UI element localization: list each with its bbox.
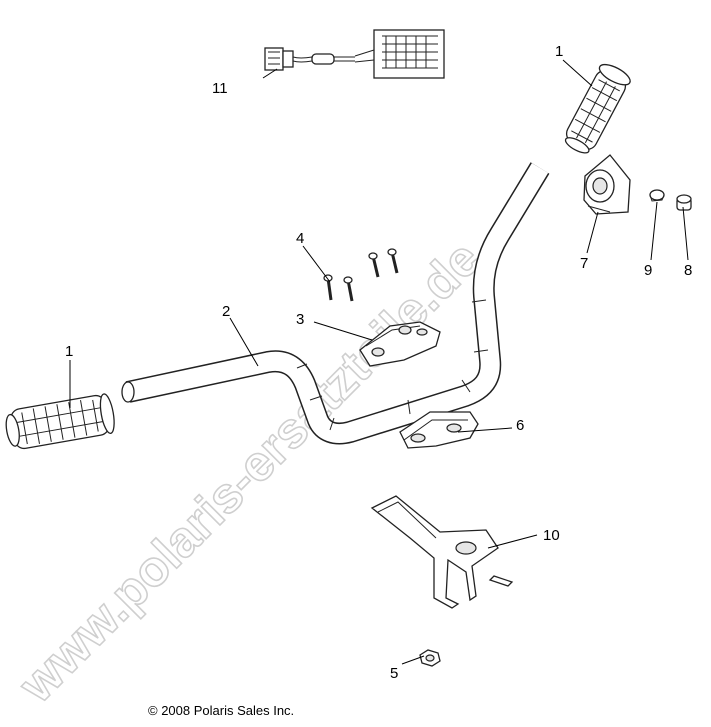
callout-7: 7: [580, 255, 588, 272]
callout-9: 9: [644, 262, 652, 279]
housing-part[interactable]: [583, 154, 631, 215]
callout-10: 10: [543, 527, 560, 544]
grip-right-part[interactable]: [560, 61, 633, 158]
callout-3: 3: [296, 311, 304, 328]
cap-part[interactable]: [649, 189, 665, 202]
handlebar-part[interactable]: [121, 162, 550, 445]
callout-11: 11: [212, 80, 228, 97]
callout-4: 4: [296, 230, 304, 247]
bracket-part[interactable]: [370, 495, 514, 609]
callout-1-right: 1: [555, 43, 563, 60]
watermark-text: www.polaris-ersatzteile.de: [7, 230, 490, 713]
heater-harness-part[interactable]: [264, 29, 445, 79]
callout-2: 2: [222, 303, 230, 320]
callout-5: 5: [390, 665, 398, 682]
callout-8: 8: [684, 262, 692, 279]
leader-lines: [69, 59, 689, 665]
copyright-text: © 2008 Polaris Sales Inc.: [148, 703, 295, 718]
callout-6: 6: [516, 417, 524, 434]
lower-clamp-part[interactable]: [399, 411, 479, 449]
nut-part[interactable]: [419, 649, 441, 667]
plug-part[interactable]: [676, 194, 692, 211]
callout-1-left: 1: [65, 343, 73, 360]
bolts-part[interactable]: [323, 248, 399, 302]
upper-clamp-part[interactable]: [359, 321, 441, 367]
grip-left-part[interactable]: [3, 393, 116, 451]
